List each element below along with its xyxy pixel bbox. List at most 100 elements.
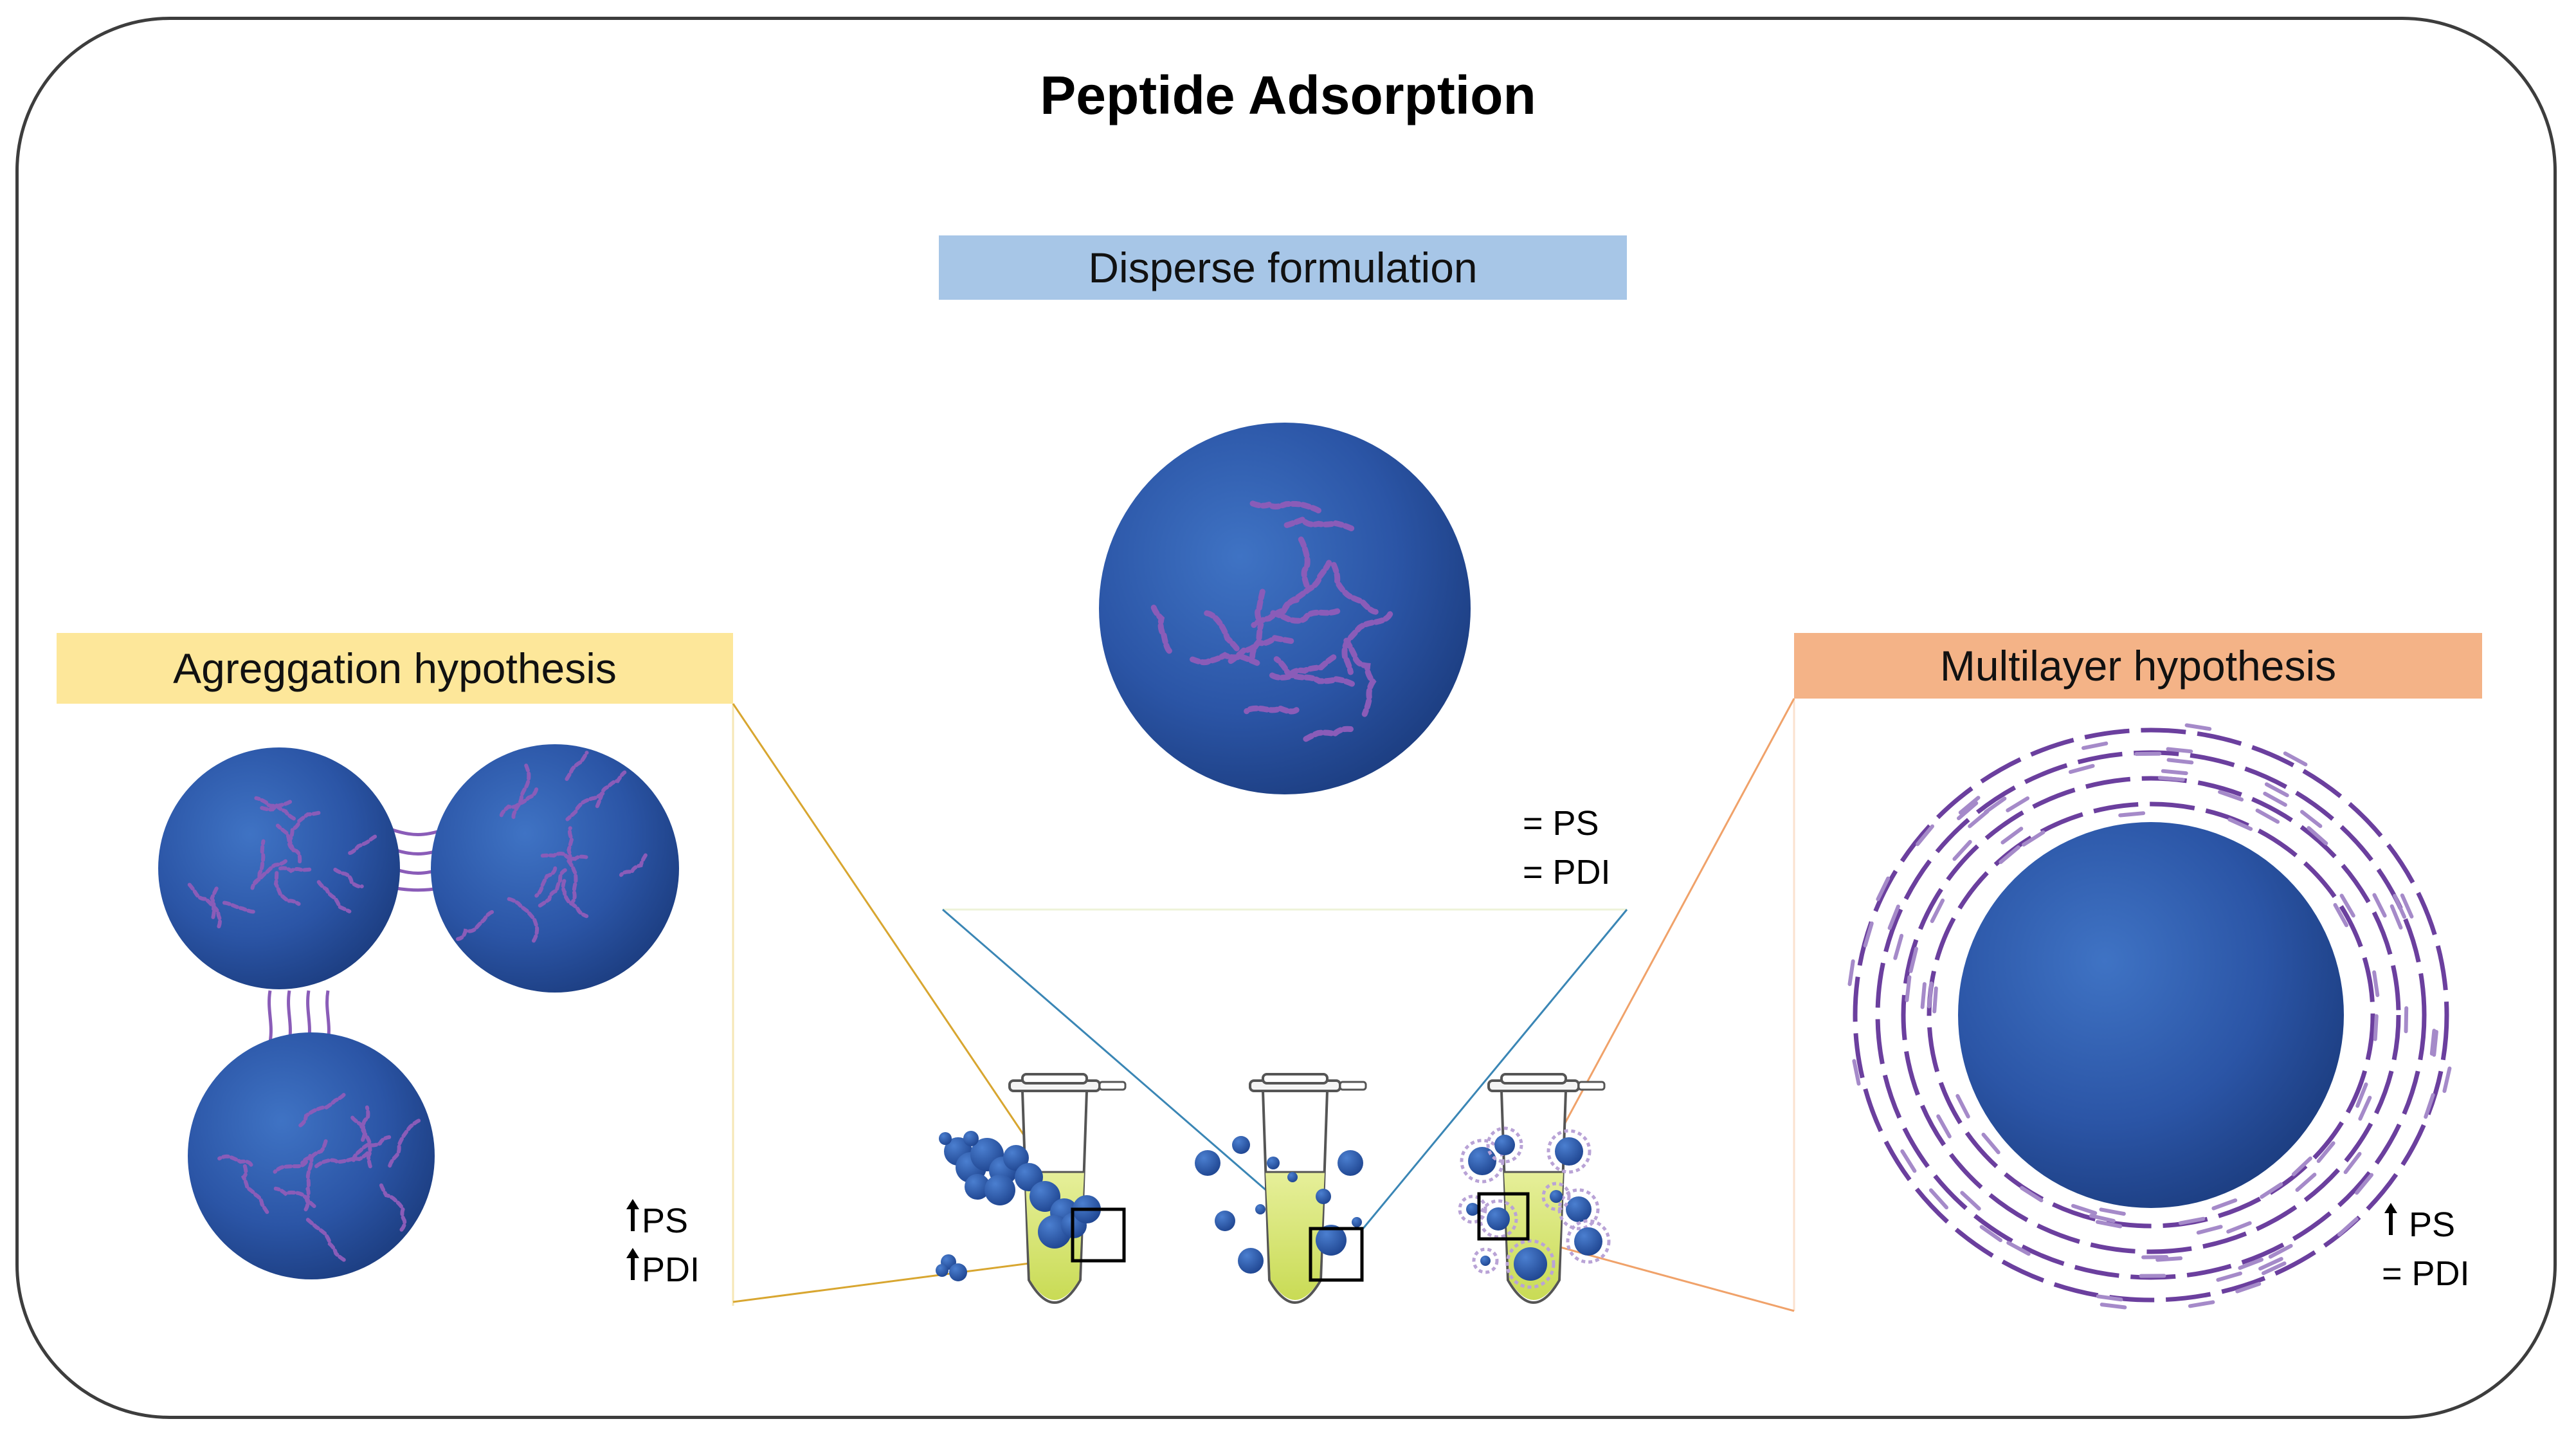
peptide-fragment bbox=[2226, 1221, 2252, 1234]
rounded-frame bbox=[15, 17, 2557, 1419]
peptide-chain bbox=[273, 871, 301, 906]
disperse-nanoparticle bbox=[1099, 423, 1471, 794]
peptide-chain bbox=[1190, 652, 1260, 666]
peptide-chain bbox=[1269, 654, 1337, 681]
multilayer-ps: PS bbox=[2409, 1205, 2456, 1244]
peptide-fragment bbox=[2268, 1243, 2293, 1259]
peptide-fragment bbox=[2337, 1217, 2359, 1237]
nanoparticle-dot bbox=[1267, 1157, 1280, 1169]
aggregation-label: Agreggation hypothesis bbox=[57, 633, 733, 704]
peptide-chain bbox=[333, 868, 364, 889]
peptide-fragment bbox=[2372, 893, 2387, 918]
nanoparticle-dot bbox=[939, 1132, 952, 1145]
nanoparticle-dot bbox=[1487, 1207, 1510, 1231]
peptide-fragment bbox=[2316, 1141, 2336, 1163]
tubes-group bbox=[936, 1073, 1611, 1304]
peptide-fragment bbox=[2373, 1014, 2379, 1041]
peptide-fragment bbox=[2099, 1207, 2126, 1216]
peptide-fragment bbox=[1928, 1188, 1948, 1210]
disperse-pdi: = PDI bbox=[1523, 853, 1611, 892]
nanoparticle-dot bbox=[965, 1174, 990, 1200]
zoom-box-disperse bbox=[1309, 1227, 1364, 1282]
nanoparticle-dot bbox=[1029, 1181, 1060, 1212]
peptide-fragment bbox=[1930, 898, 1945, 923]
peptide-fragment bbox=[2343, 1151, 2362, 1175]
peptide-fragment bbox=[1955, 1094, 1970, 1119]
peptide-fragment bbox=[2216, 1271, 2242, 1282]
nanoparticle-dot bbox=[1466, 1203, 1479, 1216]
aggregation-pdi: PDI bbox=[642, 1250, 700, 1289]
peptide-fragment bbox=[2000, 827, 2024, 845]
peptide-chain bbox=[1330, 562, 1379, 615]
tube-multilayer bbox=[1458, 1073, 1611, 1304]
nanoparticle-dot bbox=[984, 1175, 1015, 1205]
peptide-chain bbox=[1270, 608, 1341, 624]
peptide-chain bbox=[1343, 637, 1377, 717]
zoom-boxes bbox=[1071, 1192, 1530, 1282]
peptide-fragment bbox=[2339, 893, 2355, 918]
multilayer-connector-lines bbox=[1526, 698, 1795, 1312]
peptide-fragment bbox=[1887, 904, 1900, 930]
peptide-chain bbox=[278, 866, 315, 874]
peptide-fragment bbox=[2211, 1198, 2238, 1211]
nanoparticle-dot bbox=[1215, 1211, 1235, 1231]
peptide-chain bbox=[595, 770, 627, 809]
peptide-fragment bbox=[1952, 839, 1972, 861]
peptide-fragment bbox=[2238, 1258, 2263, 1270]
nanoparticle-dot bbox=[1494, 1135, 1515, 1155]
peptide-chain bbox=[361, 1105, 370, 1142]
peptide-fragment bbox=[1852, 1059, 1861, 1086]
peptide-fragment bbox=[2089, 1214, 2116, 1223]
up-arrow-icon bbox=[2384, 1203, 2397, 1235]
peptide-fragment bbox=[2291, 1156, 2312, 1176]
peptide-fragment bbox=[1909, 946, 1918, 973]
nanoparticle-dot bbox=[1480, 1256, 1491, 1266]
nanoparticle-dot bbox=[1316, 1225, 1347, 1256]
multilayer-nanoparticle bbox=[1847, 723, 2452, 1310]
nanoparticle-dot bbox=[1316, 1189, 1331, 1204]
nanoparticle-dot bbox=[1003, 1145, 1029, 1171]
nanoparticle-dot bbox=[1574, 1227, 1602, 1256]
peptide-layer-ring bbox=[1927, 801, 2375, 1229]
peptide-fragment bbox=[1920, 982, 1927, 1009]
peptide-fragment bbox=[2429, 1029, 2436, 1056]
peptide-fragment bbox=[2068, 764, 2095, 774]
peptide-fragment bbox=[1893, 933, 1904, 960]
peptide-fragment bbox=[2071, 1204, 2098, 1215]
peptide-chain bbox=[1204, 610, 1242, 654]
peptide-chain bbox=[217, 1154, 253, 1167]
multilayer-stats: PS = PDI bbox=[2382, 1200, 2470, 1298]
peptide-fragment bbox=[1905, 975, 1912, 1002]
peptide-fragment bbox=[2262, 1261, 2287, 1276]
aggregated-nanoparticles bbox=[158, 744, 679, 1279]
peptide-fragment bbox=[1981, 1132, 2000, 1155]
peptide-fragment bbox=[2404, 1006, 2409, 1034]
peptide-fragment bbox=[2155, 1256, 2183, 1262]
peptide-chain bbox=[538, 868, 567, 908]
up-arrow-icon bbox=[626, 1248, 639, 1280]
peptide-fragment bbox=[2100, 1303, 2127, 1310]
peptide-fragment bbox=[1847, 959, 1855, 986]
peptide-fragment bbox=[2260, 1182, 2283, 1199]
peptide-fragment bbox=[1927, 981, 1934, 1009]
peptide-fragment bbox=[1960, 1191, 1981, 1211]
peptide-fragment bbox=[1863, 921, 1874, 947]
nanoparticle-dot bbox=[1287, 1172, 1298, 1182]
peptide-fragment bbox=[2355, 1082, 2368, 1108]
peptide-fragment bbox=[1876, 876, 1891, 901]
peptide-chain bbox=[1273, 656, 1355, 687]
disperse-stats: = PS = PDI bbox=[1523, 799, 1611, 897]
peptide-chain bbox=[275, 823, 302, 864]
peptide-fragment bbox=[2235, 1281, 2262, 1294]
peptide-fragment bbox=[2258, 1257, 2283, 1271]
peptide-fragment bbox=[1932, 986, 1938, 1014]
peptide-chain bbox=[540, 852, 588, 861]
peptide-layer-ring bbox=[1901, 776, 2401, 1254]
peptide-fragment bbox=[2424, 1093, 2435, 1119]
nanoparticle-dot bbox=[1514, 1247, 1547, 1281]
peptide-chain bbox=[619, 853, 648, 877]
peptide-chain bbox=[316, 880, 352, 913]
aggregation-stats: PS PDI bbox=[624, 1196, 700, 1294]
peptide-chain bbox=[250, 859, 287, 890]
aggregation-ps-row: PS bbox=[624, 1196, 700, 1245]
